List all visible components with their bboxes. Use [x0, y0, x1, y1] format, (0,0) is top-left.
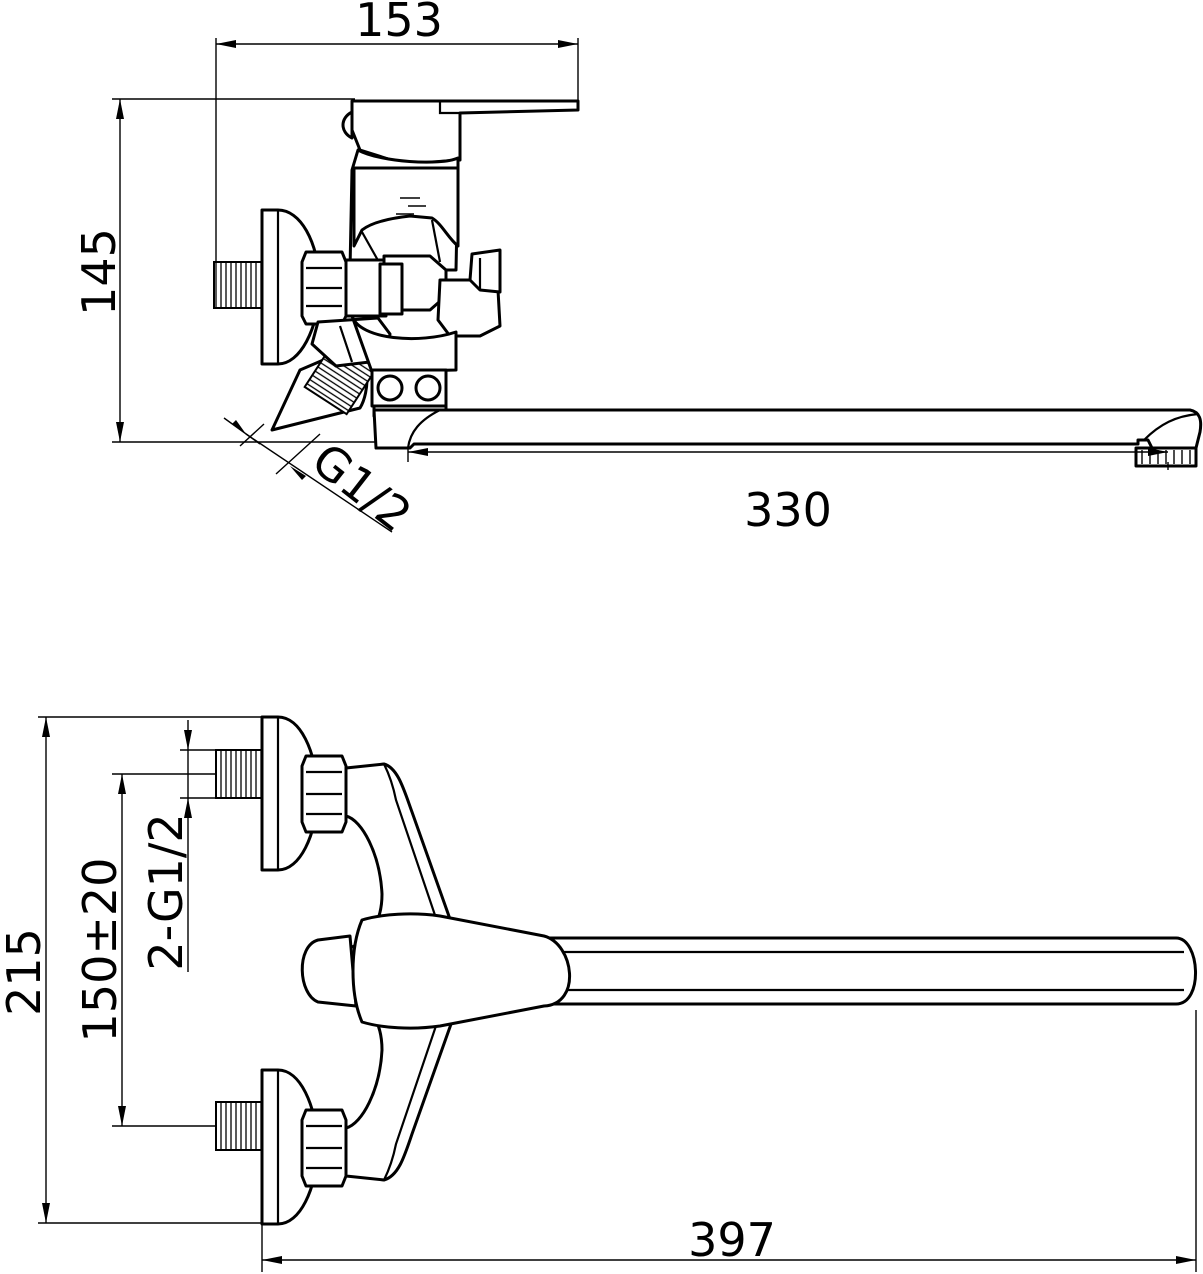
mixer-body [348, 148, 460, 272]
diverter-knob-front [300, 934, 358, 1008]
dim-397: 397 [261, 1010, 1197, 1272]
dim-2g12: 2-G1/2 [139, 720, 218, 972]
dim-153-label: 153 [355, 0, 443, 47]
upper-inlet [215, 715, 348, 872]
dim-215-label: 215 [0, 928, 51, 1016]
spout-front [438, 936, 1197, 1006]
dim-397-label: 397 [688, 1213, 776, 1267]
front-view: 215 150±20 2-G1/2 [0, 715, 1197, 1272]
side-view: 153 145 [72, 0, 1203, 542]
wall-inlet [213, 208, 388, 366]
spout [372, 408, 1203, 468]
dim-153: 153 [215, 0, 579, 262]
dim-145-label: 145 [72, 228, 126, 316]
dim-150-label: 150±20 [73, 858, 127, 1043]
lower-inlet [215, 1068, 348, 1226]
lever-handle [341, 99, 580, 166]
dim-215: 215 [0, 716, 264, 1224]
lever-front [351, 912, 571, 1030]
dim-145: 145 [72, 98, 405, 443]
dim-150: 150±20 [73, 773, 218, 1127]
dim-330: 330 [407, 448, 1169, 537]
diverter-knob [378, 248, 502, 338]
dim-330-label: 330 [744, 483, 832, 537]
dim-2g12-label: 2-G1/2 [139, 813, 193, 970]
